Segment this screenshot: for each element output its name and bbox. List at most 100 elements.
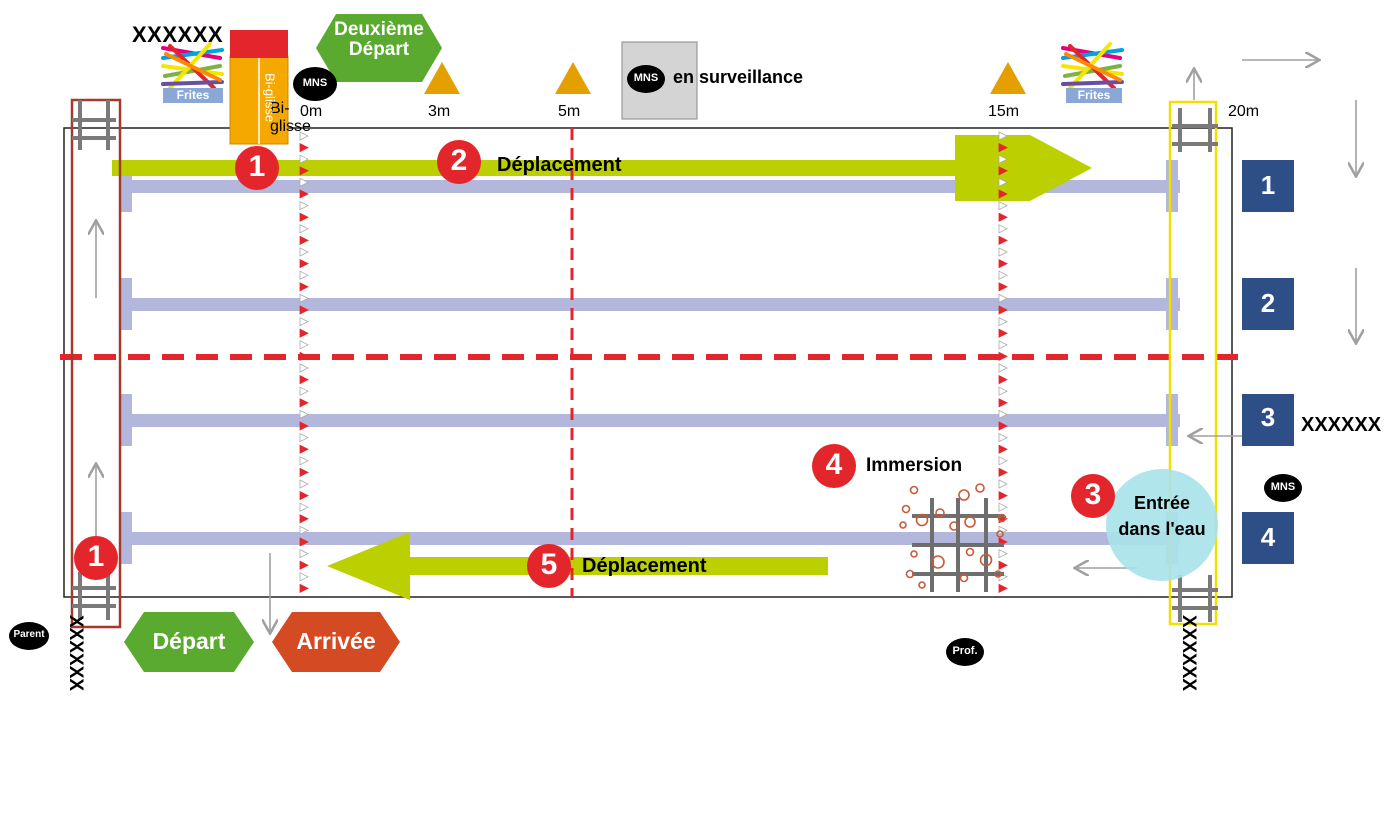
lane-rope-1: [120, 180, 1180, 193]
cone-15m: [990, 62, 1026, 94]
step-3-number: 3: [1084, 478, 1102, 511]
lane-marker-triangle: [998, 374, 1008, 385]
lane-marker-triangle: [998, 444, 1008, 454]
lane-marker-triangle: [299, 328, 309, 338]
ladder-top-right: [1172, 108, 1218, 152]
lane-marker-triangle: [998, 583, 1008, 594]
lane-marker-triangle: [299, 235, 309, 246]
step-2-number: 2: [450, 144, 468, 177]
step-4-number: 4: [825, 448, 843, 481]
lane-marker-triangle: [998, 293, 1008, 304]
lane-marker-triangle: [998, 502, 1008, 512]
lane-marker-triangle: [299, 258, 309, 269]
lane-marker-triangle: [998, 189, 1008, 199]
lane-ropes: [120, 160, 1180, 564]
pool-diagram: [9, 14, 1393, 672]
lane-marker-triangle: [998, 142, 1008, 153]
lane-marker-triangle: [299, 444, 309, 454]
arrow-deplacement-right: [112, 135, 1092, 201]
lane-rope-4: [120, 532, 1180, 545]
depart-label: Départ: [152, 628, 226, 654]
right-xxxxxx-label: XXXXXX: [1301, 414, 1382, 436]
lane-marker-triangle: [998, 212, 1008, 222]
lane-marker-triangle: [998, 490, 1008, 501]
prof-text: Prof.: [952, 645, 978, 657]
lane-marker-triangle: [998, 224, 1008, 234]
deuxieme-depart-label: Deuxième Départ: [316, 20, 442, 60]
frites-bundle-left: [161, 42, 224, 90]
lane-marker-triangle: [299, 537, 309, 547]
mns-badge-top: [293, 67, 337, 101]
lane-marker-triangle: [299, 583, 309, 594]
lane-marker-triangle: [998, 328, 1008, 338]
step-5-number: 5: [540, 548, 558, 581]
parent-badge: [9, 622, 49, 650]
deuxieme-line2: Départ: [348, 39, 410, 60]
hex-deuxieme-depart: [316, 14, 442, 82]
lane-marker-triangle: [998, 421, 1008, 431]
lane-marker-triangle: [998, 166, 1008, 176]
ladder-top-left: [72, 100, 116, 150]
lane-number-4: 4: [1260, 522, 1276, 552]
parent-text: Parent: [13, 629, 45, 640]
left-zone: [70, 98, 122, 629]
step-badge-3: [1071, 474, 1115, 518]
right-zone: [1168, 100, 1218, 626]
frites-label-left: Frites: [176, 88, 210, 102]
mns-top-text: MNS: [302, 77, 328, 89]
lane-marker-triangle: [998, 467, 1008, 478]
entry-circle: [1106, 469, 1218, 581]
arrivee-label: Arrivée: [296, 628, 376, 654]
lane-marker-triangle: [998, 386, 1008, 396]
distance-20m: 20m: [1228, 103, 1260, 120]
lane-marker-triangle: [998, 235, 1008, 246]
lane-box-2: [1242, 278, 1294, 330]
lane-marker-triangle: [299, 247, 309, 257]
lane-marker-triangle: [299, 456, 309, 466]
step-3-label: Entrée dans l'eau: [1100, 490, 1224, 542]
lane-marker-triangle: [299, 131, 309, 141]
distance-3m: 3m: [428, 103, 451, 120]
lane-box-4: [1242, 512, 1294, 564]
hex-depart: [124, 612, 254, 672]
vertical-left-text: XXXXXX: [65, 615, 86, 692]
mns-right-text: MNS: [1270, 481, 1296, 493]
cone-5m: [555, 62, 591, 94]
lane-marker-triangle: [998, 560, 1008, 570]
lane-marker-triangle: [299, 142, 309, 153]
lane-rope-2: [120, 298, 1180, 311]
lane-marker-triangle: [299, 409, 309, 420]
mns-surveillance-text: MNS: [633, 72, 659, 84]
top-xxxxxx-label: XXXXXX: [132, 22, 224, 47]
step-3-line1: Entrée: [1133, 493, 1191, 513]
lane-number-3: 3: [1260, 402, 1276, 432]
lane-marker-triangle: [299, 479, 309, 489]
lane-marker-triangle: [299, 340, 309, 350]
lane-marker-triangle: [998, 131, 1008, 141]
lane-marker-triangle: [299, 421, 309, 431]
lane-marker-triangle: [299, 189, 309, 199]
lane-marker-triangle: [299, 316, 309, 327]
lane-marker-triangle: [299, 305, 309, 315]
lane-marker-triangle: [299, 572, 309, 582]
marker-line-0m: [299, 131, 309, 594]
lane-marker-triangle: [998, 363, 1008, 373]
lane-marker-triangle: [998, 432, 1008, 443]
immersion-grid: [912, 498, 1004, 592]
cone-3m: [424, 62, 460, 94]
step-1-bottom-number: 1: [87, 540, 105, 573]
lane-marker-triangle: [998, 340, 1008, 350]
step-5-label: Déplacement: [582, 555, 707, 577]
hex-arrivee: [272, 612, 400, 672]
lane-marker-triangle: [299, 282, 309, 292]
lane-marker-triangle: [998, 316, 1008, 327]
vertical-xxxxxx-right: XXXXXX: [1177, 615, 1199, 815]
lane-number-1: 1: [1260, 170, 1276, 200]
frites-label-right: Frites: [1077, 88, 1111, 102]
lane-marker-triangle: [998, 351, 1008, 362]
lane-marker-triangle: [998, 398, 1008, 408]
step-2-label: Déplacement: [497, 154, 622, 176]
lane-marker-triangle: [998, 456, 1008, 466]
distance-15m: 15m: [988, 103, 1020, 120]
lane-marker-triangle: [998, 177, 1008, 188]
